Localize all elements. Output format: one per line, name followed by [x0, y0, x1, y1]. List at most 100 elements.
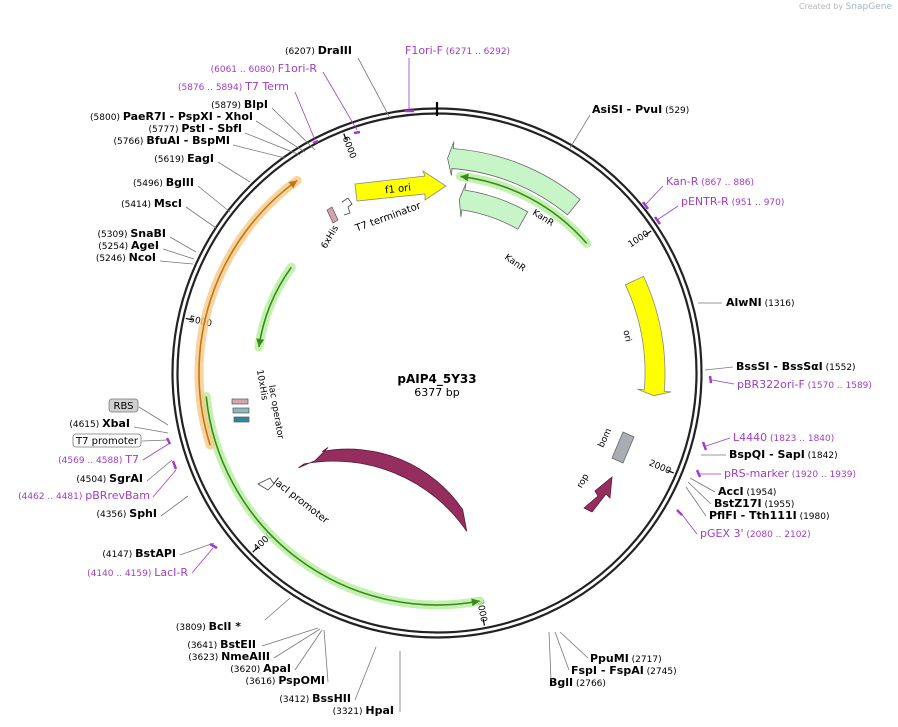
- enzyme-position: (2717): [629, 655, 662, 665]
- rbs-feature[interactable]: RBS: [108, 398, 139, 413]
- enzyme-name: BspQI - SapI: [729, 448, 805, 461]
- enzyme-name: EagI: [187, 152, 214, 165]
- label-leader: [261, 627, 319, 647]
- enzyme-site-ppumi[interactable]: PpuMI (2717): [590, 652, 662, 665]
- enzyme-name: AsiSI - PvuI: [592, 103, 662, 116]
- primer-range: (1920 .. 1939): [789, 470, 856, 480]
- watermark-prefix: Created by: [799, 2, 844, 11]
- primer-t7[interactable]: (4569 .. 4588) T7: [58, 453, 139, 466]
- enzyme-site-blpi[interactable]: (5879) BlpI: [211, 98, 268, 111]
- label-leader: [685, 486, 707, 517]
- enzyme-name: FspI - FspAI: [571, 664, 644, 677]
- primer-binding-mark: [171, 460, 178, 470]
- scale-tick-label: 1000: [627, 229, 652, 250]
- ori-label: ori: [620, 329, 632, 343]
- label-leader: [169, 236, 197, 253]
- enzyme-site-xbai[interactable]: (4615) XbaI: [69, 417, 130, 430]
- rop-arrow: [583, 476, 613, 513]
- enzyme-name: BssHII: [312, 692, 351, 705]
- enzyme-site-msci[interactable]: (5414) MscI: [121, 197, 182, 210]
- primer-pbrrevbam[interactable]: (4462 .. 4481) pBRrevBam: [18, 489, 150, 502]
- label-leader: [185, 206, 217, 229]
- primer-range: (4140 .. 4159): [87, 569, 154, 579]
- enzyme-name: SnaBI: [130, 227, 166, 240]
- primer-range: (951 .. 970): [729, 198, 785, 208]
- enzyme-site-nmeaiii[interactable]: (3623) NmeAIII: [188, 650, 270, 663]
- enzyme-position: (3809): [176, 623, 209, 633]
- enzyme-site-bsssi[interactable]: BssSI - BssSαI (1552): [736, 360, 856, 373]
- enzyme-name: NcoI: [129, 251, 156, 264]
- enzyme-site-snabi[interactable]: (5309) SnaBI: [98, 227, 166, 240]
- enzyme-site-asisi[interactable]: AsiSI - PvuI (529): [592, 103, 689, 116]
- enzyme-site-bstapi[interactable]: (4147) BstAPI: [102, 547, 176, 560]
- enzyme-position: (1955): [762, 500, 795, 510]
- enzyme-site-pflfi[interactable]: PflFI - Tth111I (1980): [709, 509, 830, 522]
- primer-binding-mark: [676, 509, 683, 516]
- label-leader: [264, 597, 291, 621]
- enzyme-site-bsshii[interactable]: (3412) BssHII: [279, 692, 351, 705]
- enzyme-position: (5414): [121, 200, 154, 210]
- enzyme-site-fspi[interactable]: FspI - FspAI (2745): [571, 664, 677, 677]
- enzyme-site-pspomi[interactable]: (3616) PspOMI: [246, 674, 325, 687]
- primer-l4440[interactable]: L4440 (1823 .. 1840): [733, 431, 834, 444]
- enzyme-name: BglII: [166, 176, 194, 189]
- watermark: Created by SnapGene: [799, 2, 892, 12]
- enzyme-site-bcli[interactable]: (3809) BclI *: [176, 620, 241, 633]
- enzyme-site-draiii[interactable]: (6207) DraIII: [285, 44, 352, 57]
- primer-t7-term[interactable]: (5876 .. 5894) T7 Term: [178, 80, 289, 93]
- snapgene-logo: SnapGene: [845, 2, 892, 12]
- kanr-inner-label: KanR: [502, 253, 527, 275]
- primer-pgex3[interactable]: pGEX 3' (2080 .. 2102): [700, 527, 811, 540]
- label-leader: [548, 631, 552, 681]
- primer-pbr322ori-f[interactable]: pBR322ori-F (1570 .. 1589): [737, 378, 872, 391]
- primer-leader: [294, 91, 316, 141]
- primer-pentr-r[interactable]: pENTR-R (951 .. 970): [681, 195, 784, 208]
- enzyme-position: (5800): [90, 113, 123, 123]
- enzyme-site-sphi[interactable]: (4356) SphI: [96, 507, 157, 520]
- enzyme-name: BssSI - BssSαI: [736, 360, 823, 373]
- enzyme-site-ncoi[interactable]: (5246) NcoI: [96, 251, 156, 264]
- primer-f1ori-f[interactable]: F1ori-F (6271 .. 6292): [405, 44, 510, 57]
- t7-terminator-shape: [341, 197, 353, 216]
- enzyme-site-alwni[interactable]: AlwNI (1316): [726, 296, 795, 309]
- primer-range: (4462 .. 4481): [18, 492, 85, 502]
- primer-prs-marker[interactable]: pRS-marker (1920 .. 1939): [724, 467, 856, 480]
- enzyme-site-acci[interactable]: AccI (1954): [718, 485, 776, 498]
- label-leader: [159, 260, 194, 265]
- label-leader: [244, 132, 301, 156]
- primer-range: (1570 .. 1589): [805, 381, 872, 391]
- primer-range: (6061 .. 6080): [211, 65, 278, 75]
- enzyme-site-bgli[interactable]: BglI (2766): [549, 676, 606, 689]
- orf-glow: [254, 262, 296, 352]
- orf-line: [205, 396, 480, 606]
- enzyme-site-psti[interactable]: (5777) PstI - SbfI: [149, 122, 242, 135]
- enzyme-name: BlpI: [244, 98, 268, 111]
- enzyme-site-bglii[interactable]: (5496) BglII: [133, 176, 194, 189]
- enzyme-name: HpaI: [365, 704, 394, 717]
- enzyme-site-eagi[interactable]: (5619) EagI: [154, 152, 214, 165]
- primer-name: F1ori-R: [278, 62, 318, 75]
- enzyme-site-apai[interactable]: (3620) ApaI: [230, 662, 291, 675]
- enzyme-site-bstz17i[interactable]: BstZ17I (1955): [714, 497, 794, 510]
- ori-arrow: [624, 275, 672, 397]
- enzyme-name: BglI: [549, 676, 573, 689]
- enzyme-site-sgrai[interactable]: (4504) SgrAI: [76, 472, 143, 485]
- scale-tick: [343, 133, 347, 141]
- primer-f1ori-r[interactable]: (6061 .. 6080) F1ori-R: [211, 62, 318, 75]
- primer-kan-r[interactable]: Kan-R (867 .. 886): [666, 175, 754, 188]
- enzyme-site-bfuai[interactable]: (5766) BfuAI - BspMI: [114, 134, 230, 147]
- enzyme-position: (1552): [823, 363, 856, 373]
- enzyme-position: (3321): [333, 707, 366, 717]
- enzyme-site-hpai[interactable]: (3321) HpaI: [333, 704, 394, 717]
- label-leader: [197, 185, 231, 213]
- enzyme-position: (5619): [154, 155, 187, 165]
- enzyme-site-bspqi[interactable]: BspQI - SapI (1842): [729, 448, 838, 461]
- enzyme-site-bsteii[interactable]: (3641) BstEII: [187, 638, 256, 651]
- label-leader: [273, 628, 321, 659]
- primer-name: pRS-marker: [724, 467, 789, 480]
- enzyme-site-paer7i[interactable]: (5800) PaeR7I - PspXI - XhoI: [90, 110, 253, 123]
- enzyme-site-agei[interactable]: (5254) AgeI: [98, 239, 159, 252]
- primer-laci-r[interactable]: (4140 .. 4159) LacI-R: [87, 566, 188, 579]
- enzyme-name: PspOMI: [278, 674, 325, 687]
- t7-promoter-feature[interactable]: T7 promoter: [72, 433, 142, 448]
